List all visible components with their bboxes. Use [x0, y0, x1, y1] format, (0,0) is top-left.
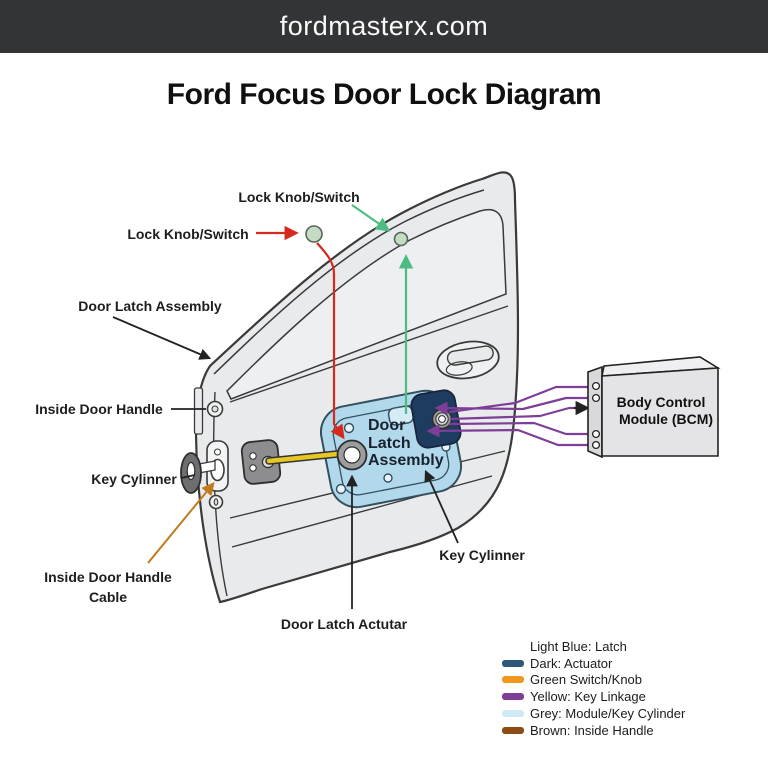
legend-swatch [502, 726, 524, 734]
label-door-latch-assembly: Door Latch Assembly [78, 298, 222, 314]
legend-swatch [502, 659, 524, 667]
svg-text:Assembly: Assembly [368, 452, 444, 469]
latch-key-cylinder-ring [336, 439, 368, 471]
page-title: Ford Focus Door Lock Diagram [166, 78, 602, 111]
legend-item: Brown: Inside Handle [502, 722, 685, 739]
svg-text:Door: Door [368, 417, 405, 434]
lock-knob-right-dot [393, 231, 409, 247]
latch-plate-label: Door Latch Assembly [368, 417, 444, 469]
legend-item: Yellow: Key Linkage [502, 688, 685, 705]
legend-swatch [502, 710, 524, 718]
bcm-pin [591, 393, 601, 403]
green-lines [351, 204, 414, 414]
latch-hole [343, 422, 355, 434]
bcm-pin [591, 429, 601, 439]
key-cylinder-barrel [431, 408, 453, 430]
door-pull-handle [436, 340, 500, 380]
legend-swatch [502, 642, 524, 650]
label-door-latch-actuator: Door Latch Actutar [281, 616, 408, 632]
orange-cable-line [147, 481, 215, 564]
door-hinge-edge [193, 387, 204, 435]
label-lock-knob-left: Lock Knob/Switch [127, 226, 248, 242]
legend-label: Grey: Module/Key Cylinder [530, 706, 686, 722]
label-inside-door-handle-cable-1: Inside Door Handle [44, 569, 172, 585]
legend-item: Green Switch/Knob [502, 672, 685, 689]
purple-wires [426, 385, 592, 447]
label-inside-door-handle-cable-2: Cable [89, 589, 127, 605]
latch-hole [383, 473, 393, 483]
site-title: fordmasterx.com [279, 11, 489, 41]
label-key-cylinder-bottom: Key Cylinner [439, 547, 525, 563]
inside-door-handle [206, 400, 224, 418]
legend-item: Grey: Module/Key Cylinder [502, 705, 685, 722]
key-icon [180, 452, 216, 494]
legend-label: Light Blue: Latch [530, 638, 627, 654]
legend-label: Dark: Actuator [530, 655, 613, 671]
label-inside-door-handle: Inside Door Handle [35, 401, 163, 417]
legend-item: Light Blue: Latch [502, 638, 685, 655]
legend-item: Dark: Actuator [502, 655, 685, 672]
bcm-box: Body Control Module (BCM) [587, 356, 721, 459]
legend-label: Green Switch/Knob [530, 672, 643, 688]
bcm-pin [591, 440, 601, 450]
latch-hole [335, 483, 347, 495]
yellow-key-linkage-rod [265, 449, 351, 465]
legend-swatch [502, 676, 524, 684]
legend-label: Brown: Inside Handle [530, 722, 654, 738]
black-leader-lines [112, 316, 459, 609]
red-lines [256, 225, 345, 440]
bcm-label-line2: Module (BCM) [619, 411, 713, 427]
lock-knob-left-dot [305, 225, 323, 243]
door-outline [193, 171, 520, 604]
bcm-label-line1: Body Control [617, 394, 706, 410]
legend-label: Yellow: Key Linkage [530, 689, 646, 705]
label-lock-knob-top: Lock Knob/Switch [238, 189, 359, 205]
label-key-cylinder-left: Key Cylinner [91, 471, 177, 487]
svg-text:Latch: Latch [368, 435, 411, 452]
bcm-pin [591, 381, 601, 391]
header-bar: fordmasterx.com [0, 0, 768, 53]
legend-swatch [502, 693, 524, 701]
